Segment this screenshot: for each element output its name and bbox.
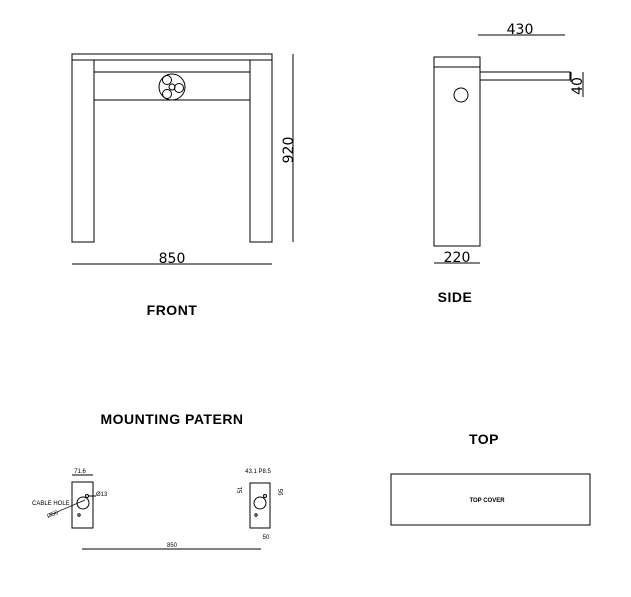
front-left-leg [71, 59, 95, 243]
side-view: 40 430 220 SIDE [433, 22, 586, 305]
side-cabinet [433, 56, 481, 247]
cable-hole-dim: Ø56 [47, 510, 60, 520]
height-dim: 920 [281, 137, 297, 164]
right-right-dim: 95 [279, 488, 285, 495]
right-bottom-dim: 50 [263, 535, 270, 541]
cable-hole-label: CABLE HOLE [32, 501, 70, 507]
width-dim: 850 [159, 251, 186, 267]
span-dim: 850 [167, 543, 178, 549]
side-arm [479, 71, 571, 81]
side-hole [453, 87, 469, 103]
left-top-dim: 71.6 [74, 469, 86, 475]
side-title: SIDE [438, 289, 473, 305]
front-title: FRONT [147, 302, 198, 318]
mounting-pattern: MOUNTING PATERN 71.6 Ø13 CABLE HOLE Ø56 … [32, 411, 285, 550]
front-top-bar [71, 53, 273, 61]
right-plate [249, 482, 271, 529]
top-title: TOP [469, 431, 499, 447]
front-view: 920 850 FRONT [71, 53, 297, 318]
depth-dim: 220 [444, 250, 471, 266]
top-cover [390, 473, 591, 526]
left-plate [71, 481, 94, 529]
rotor-icon [158, 73, 186, 101]
arm-height-dim: 40 [570, 77, 586, 95]
front-right-leg [249, 59, 273, 243]
mounting-title: MOUNTING PATERN [100, 411, 243, 427]
top-cover-label: TOP COVER [469, 498, 505, 504]
top-view: TOP TOP COVER [390, 431, 591, 526]
right-left-dim: 51 [238, 486, 244, 493]
arm-dim: 430 [507, 22, 534, 38]
hole-dim: Ø13 [96, 492, 108, 498]
right-top-dim: 43.1 P8.5 [245, 469, 271, 475]
